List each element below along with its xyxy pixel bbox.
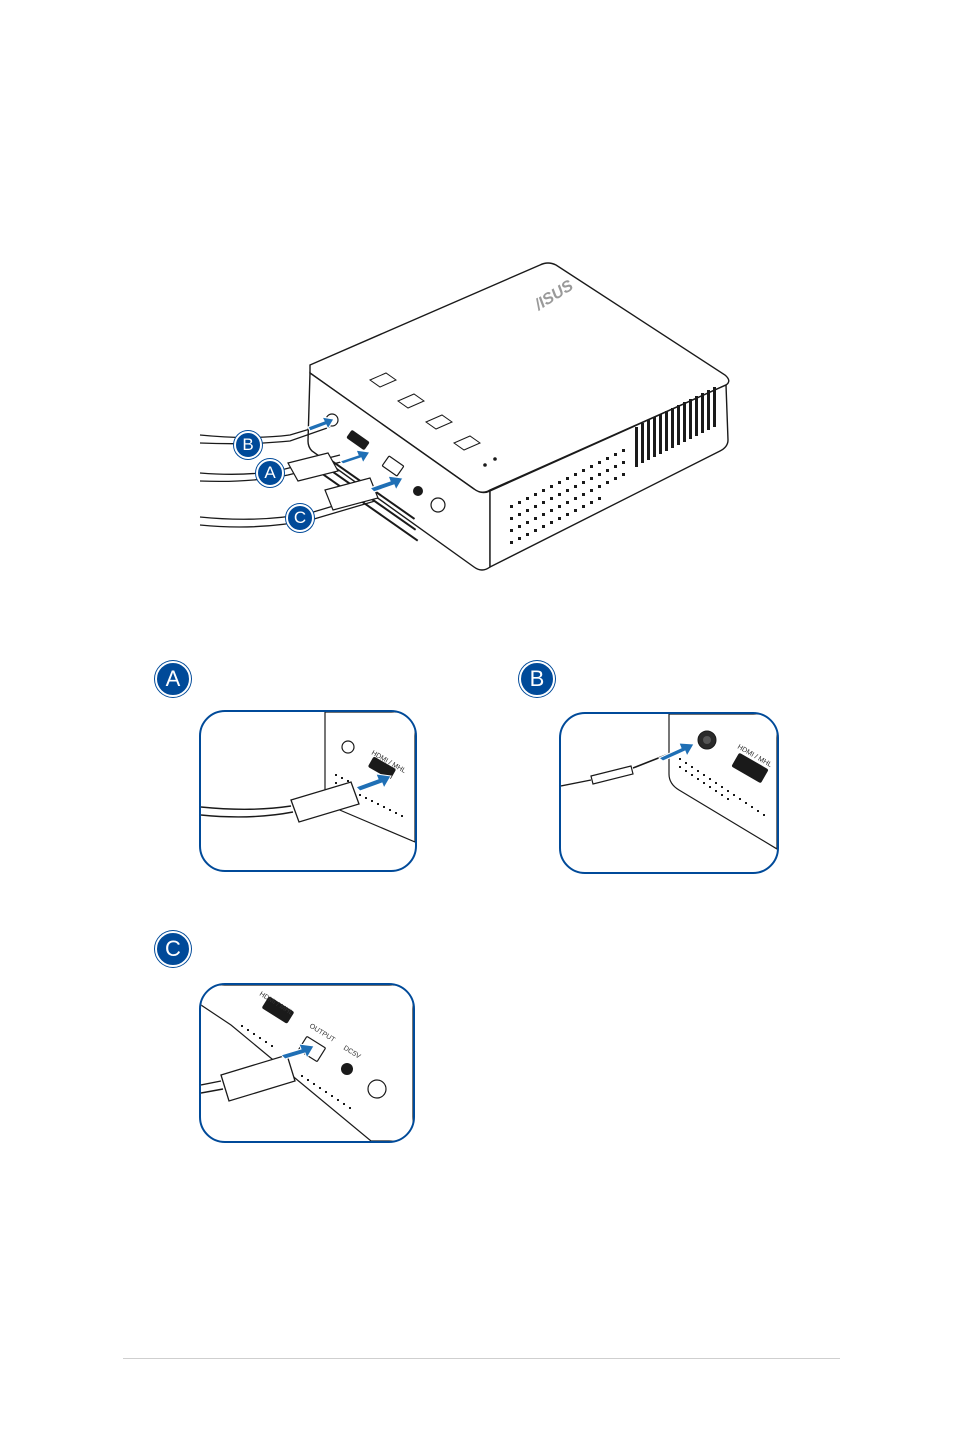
callout-badge-b: B [234, 431, 262, 459]
inset-b-panel: HDMI / MHL [559, 712, 779, 874]
inset-a-badge: A [155, 661, 191, 697]
inset-c-badge: C [155, 931, 191, 967]
inset-b-badge: B [519, 661, 555, 697]
main-device-figure: /ISUS [190, 255, 750, 585]
inset-a-panel: HDMI / MHL [199, 710, 417, 872]
callout-badge-a: A [256, 459, 284, 487]
inset-c-illustration: HDMI / MHL OUTPUT DC5V [201, 985, 413, 1141]
inset-a-illustration: HDMI / MHL [201, 712, 415, 870]
callout-badge-c: C [286, 504, 314, 532]
projector-illustration: /ISUS [190, 255, 750, 585]
inset-b-illustration: HDMI / MHL [561, 714, 777, 872]
footer-rule [123, 1358, 840, 1359]
inset-c-panel: HDMI / MHL OUTPUT DC5V [199, 983, 415, 1143]
